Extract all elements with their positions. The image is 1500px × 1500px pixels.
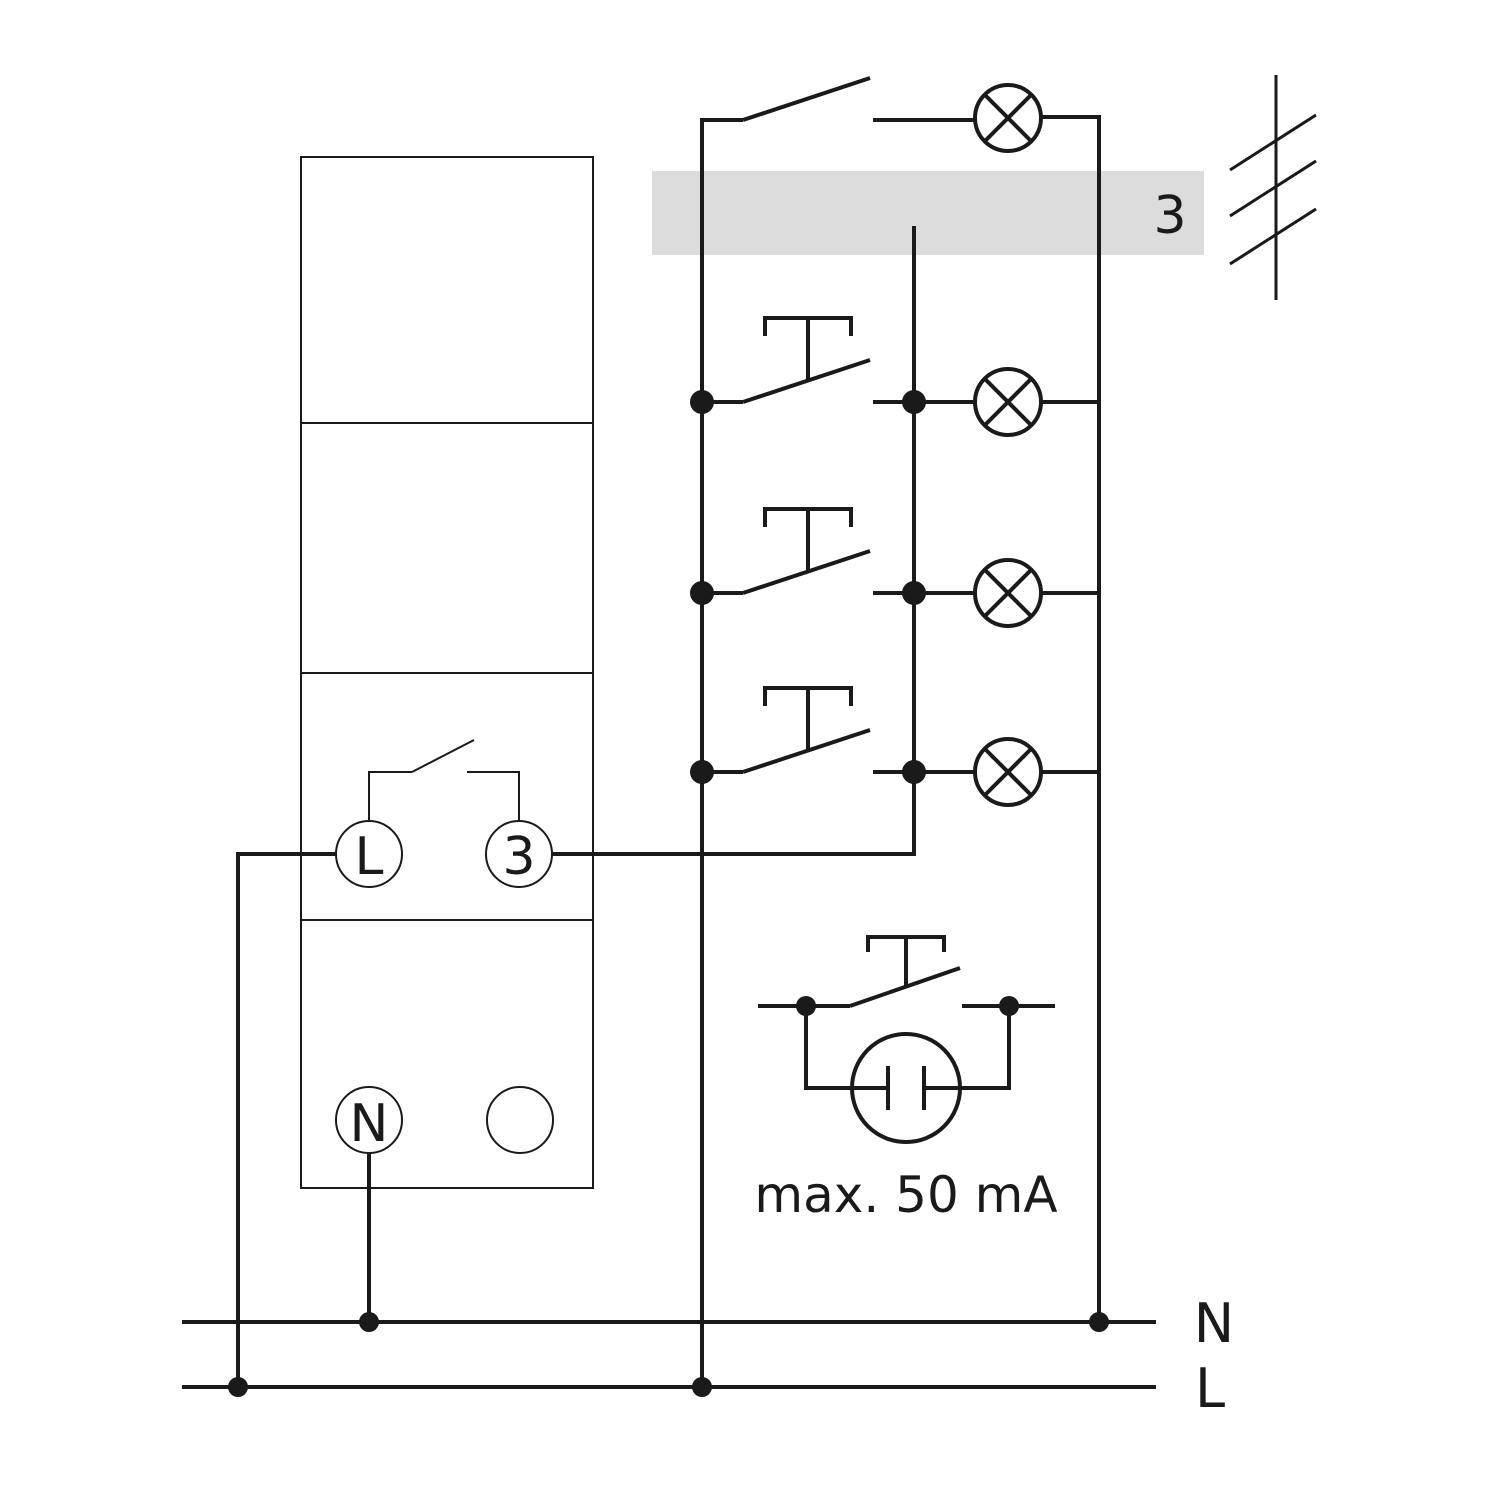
svg-text:3: 3 [502, 827, 535, 887]
bundle-count-label: 3 [1153, 186, 1186, 246]
terminal-n: N [335, 1086, 403, 1154]
illuminated-pushbutton-symbol [758, 935, 1055, 1144]
svg-text:L: L [355, 827, 384, 887]
lamp-icon [973, 367, 1043, 437]
terminal-l: L [335, 820, 403, 888]
terminal-3: 3 [485, 820, 553, 888]
current-limit-note: max. 50 mA [754, 1166, 1057, 1224]
lamp-icon [973, 83, 1043, 153]
pushbutton-row-1 [702, 316, 1099, 404]
cable-bundle-band [652, 171, 1204, 255]
wires [236, 115, 1101, 1387]
lamp-icon [973, 558, 1043, 628]
neutral-bus-label: N [1194, 1292, 1234, 1355]
relay-contact [368, 739, 520, 820]
device-housing [300, 156, 594, 1189]
live-bus-label: L [1195, 1357, 1225, 1420]
main-switch [742, 76, 975, 122]
lamp-icon [973, 737, 1043, 807]
cable-multiplicity-mark [1229, 75, 1317, 300]
svg-text:N: N [350, 1094, 389, 1154]
terminal-empty [486, 1086, 554, 1154]
junction-dots [228, 390, 1109, 1397]
